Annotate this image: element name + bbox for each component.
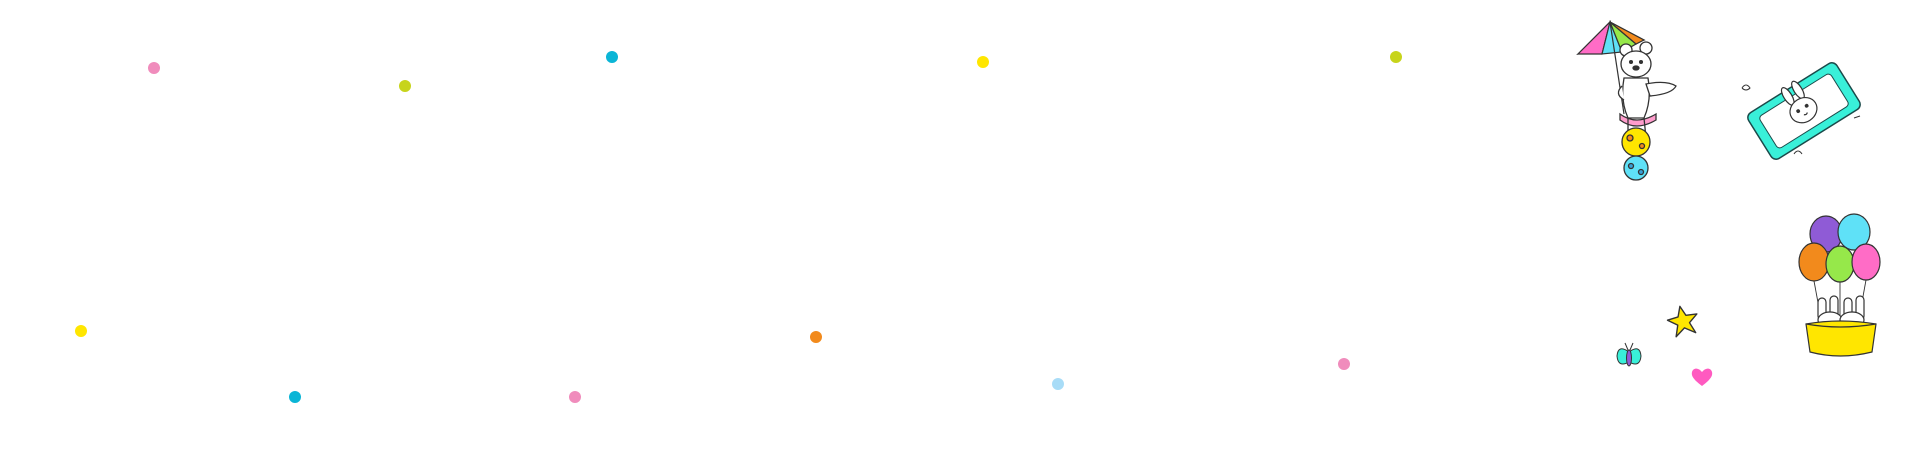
confetti-dot-pink [569,391,581,403]
butterfly-icon [1616,342,1642,367]
confetti-dot-orange [810,331,822,343]
heart-icon [1691,368,1713,386]
confetti-dot-lime [399,80,411,92]
star-icon [1666,305,1698,338]
confetti-dot-pink [148,62,160,74]
umbrella-icon [1576,20,1646,115]
confetti-dot-teal [606,51,618,63]
confetti-dot-lime [1390,51,1402,63]
rabbit-icon [1780,80,1818,124]
rabbit-card-illustration [1741,62,1861,160]
basket-icon [1805,320,1877,357]
confetti-dot-yellow [75,325,87,337]
confetti-dot-teal [289,391,301,403]
bear-umbrella-illustration [1576,20,1677,181]
balloon-magenta [1851,243,1881,281]
balloon-green [1825,245,1855,283]
confetti-dot-yellow [977,56,989,68]
bear-icon [1617,41,1677,139]
balloon-orange [1798,242,1830,282]
confetti-dot-light-blue [1052,378,1064,390]
balloon-sky [1837,213,1871,251]
balloons-basket-illustration [1798,213,1881,357]
confetti-dot-pink [1338,358,1350,370]
ball-icon [1621,127,1651,181]
